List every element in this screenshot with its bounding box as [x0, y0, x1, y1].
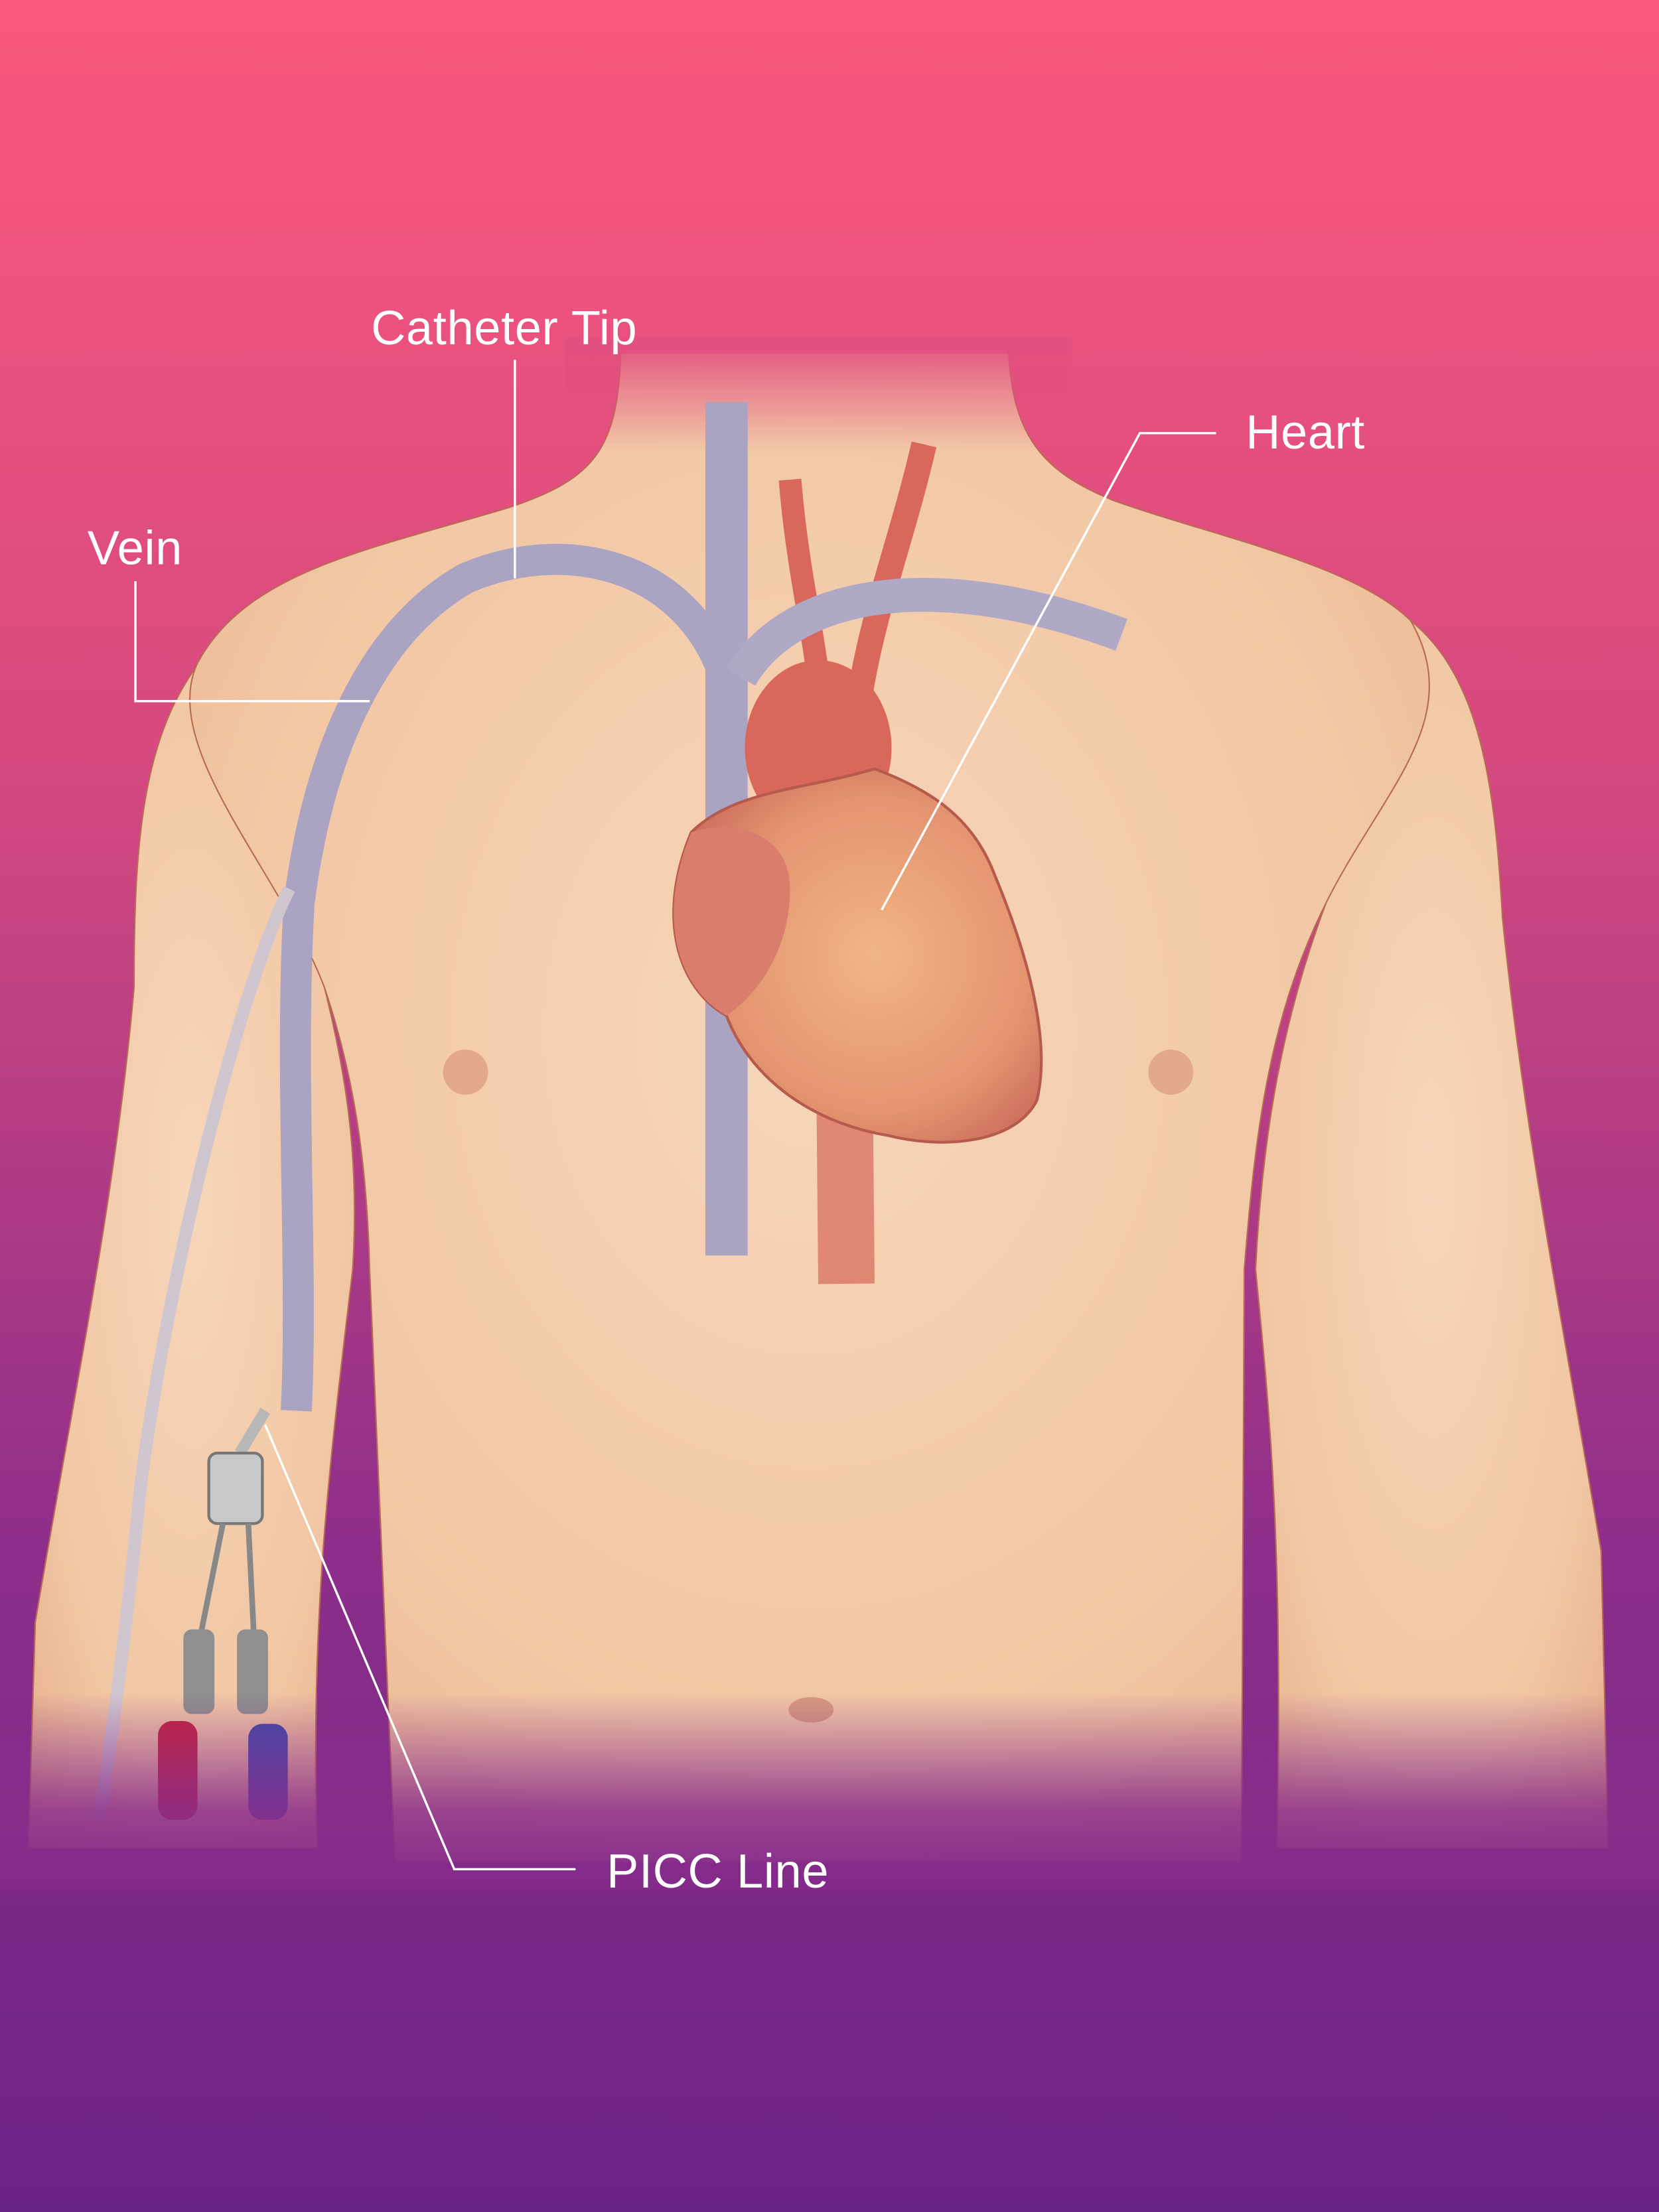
vein-leader: [134, 581, 370, 703]
bottom-fade: [0, 1693, 1659, 1891]
carotid-artery-left: [778, 478, 830, 679]
carotid-artery-right: [847, 441, 937, 694]
heart: [672, 660, 1043, 1144]
picc-line-leader: [264, 1424, 576, 1871]
heart-label: Heart: [1246, 406, 1365, 459]
catheter-vein: [279, 543, 734, 1412]
picc-line-label: PICC Line: [607, 1845, 829, 1898]
labels: Catheter Tip Vein Heart PICC Line: [88, 302, 1365, 1898]
hub-neck: [235, 1407, 270, 1456]
extension-legs: [197, 1523, 257, 1637]
vein-label: Vein: [88, 522, 182, 575]
neck-fade: [564, 338, 1072, 452]
heart-leader: [881, 432, 1216, 911]
right-atrium: [674, 827, 790, 1016]
left-arm: [27, 654, 356, 1849]
hub-body: [207, 1451, 264, 1525]
catheter-tip-label: Catheter Tip: [371, 302, 637, 355]
left-nipple: [443, 1049, 488, 1095]
right-nipple: [1148, 1049, 1194, 1095]
